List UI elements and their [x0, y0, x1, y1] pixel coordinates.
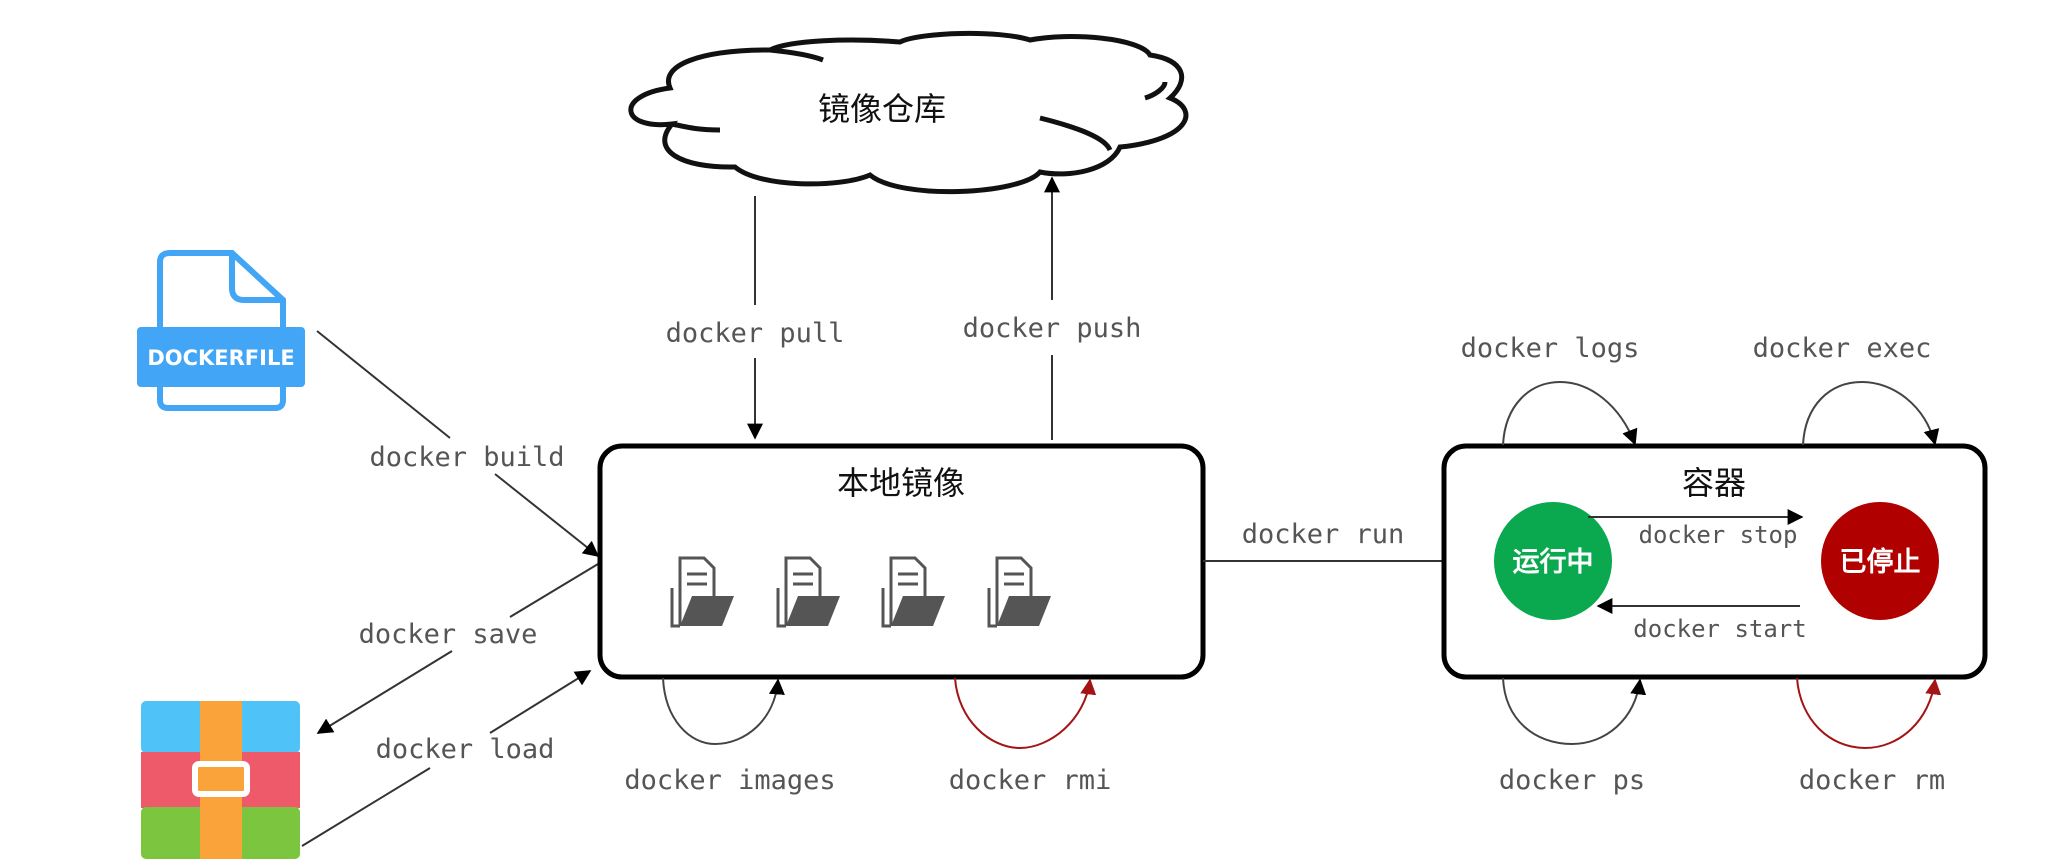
container-box: 容器	[1441, 443, 1988, 680]
docker-stop-label: docker stop	[1639, 521, 1798, 549]
image-folder-icon	[987, 556, 1051, 628]
docker-start-label: docker start	[1633, 615, 1806, 643]
image-folder-icon	[670, 556, 734, 628]
save-arrow-b	[316, 650, 453, 734]
cloud-icon	[628, 30, 1189, 195]
image-folder-icon	[881, 556, 945, 628]
running-state	[1494, 502, 1612, 620]
docker-run-label: docker run	[1242, 519, 1405, 550]
docker-logs-label: docker logs	[1461, 333, 1640, 364]
local-images-title: 本地镜像	[837, 464, 965, 502]
docker-save-label: docker save	[359, 619, 538, 650]
docker-pull-label: docker pull	[666, 318, 845, 349]
dockerfile-icon: DOCKERFILE	[137, 250, 305, 411]
docker-build-label: docker build	[369, 442, 564, 473]
docker-images-label: docker images	[624, 765, 835, 796]
build-arrow-b	[494, 473, 600, 557]
load-arrow-a	[301, 767, 431, 847]
exec-loop-arrow	[1802, 380, 1940, 446]
logs-loop-arrow	[1502, 380, 1638, 446]
docker-rm-label: docker rm	[1799, 765, 1945, 796]
docker-ps-label: docker ps	[1499, 765, 1645, 796]
rmi-loop-arrow	[954, 677, 1097, 750]
docker-push-label: docker push	[963, 313, 1142, 344]
build-arrow-a	[316, 330, 451, 439]
container-title: 容器	[1682, 464, 1746, 502]
stopped-state	[1821, 502, 1939, 620]
load-arrow-b	[489, 670, 592, 734]
dockerfile-label: DOCKERFILE	[147, 346, 294, 370]
stopped-state-label: 已停止	[1840, 546, 1921, 578]
archive-icon	[141, 701, 300, 859]
running-state-label: 运行中	[1513, 546, 1594, 578]
save-arrow-a	[509, 563, 599, 618]
ps-loop-arrow	[1502, 677, 1647, 746]
registry-label: 镜像仓库	[818, 90, 946, 128]
docker-exec-label: docker exec	[1753, 333, 1932, 364]
image-folder-icon	[776, 556, 840, 628]
docker-load-label: docker load	[376, 734, 555, 765]
rm-loop-arrow	[1796, 677, 1942, 750]
docker-rmi-label: docker rmi	[949, 765, 1112, 796]
image-registry-cloud: 镜像仓库	[628, 30, 1189, 195]
images-loop-arrow	[662, 677, 785, 746]
